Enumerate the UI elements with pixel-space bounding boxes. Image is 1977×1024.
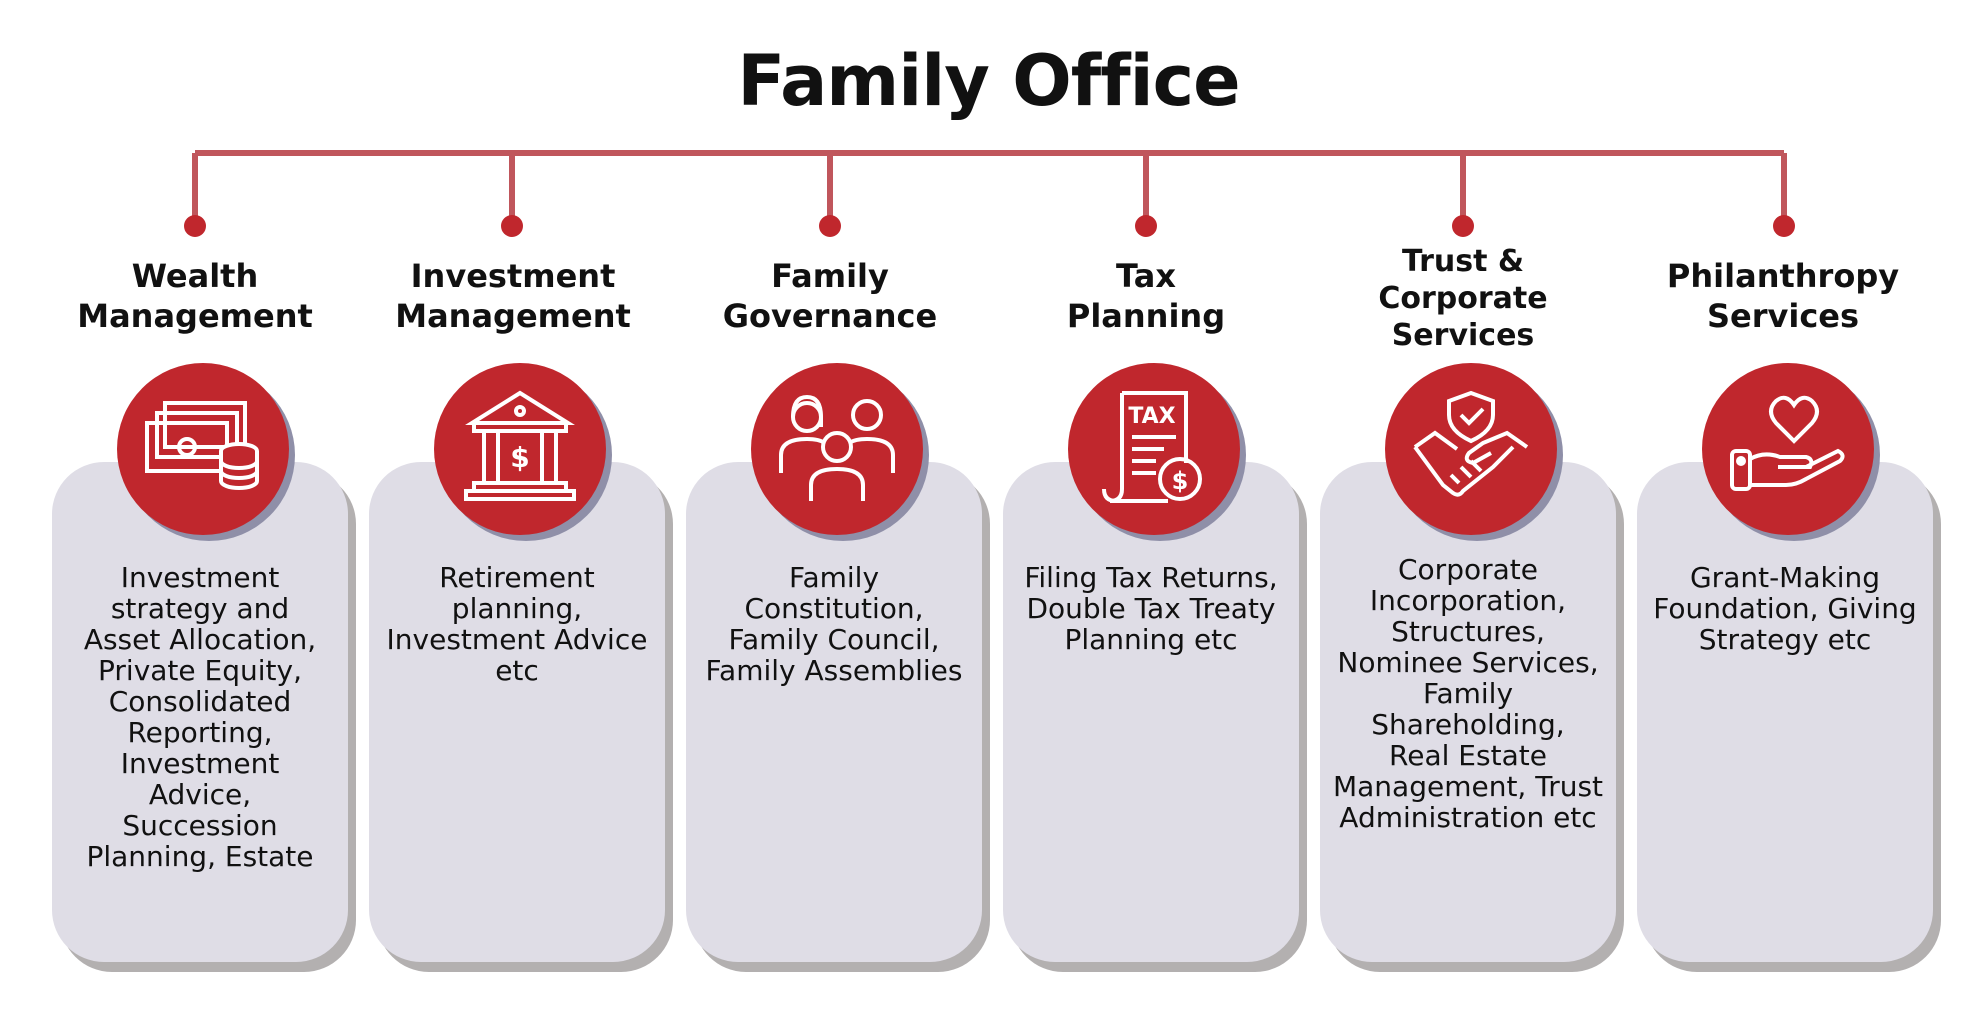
card-wealth-management: Investment strategy and Asset Allocation… bbox=[52, 462, 348, 962]
connector-dot-6 bbox=[1773, 215, 1795, 237]
heading-family-governance: Family Governance bbox=[722, 257, 938, 335]
family-icon bbox=[779, 394, 895, 501]
icon-circle bbox=[117, 363, 289, 535]
handshake-shield-icon bbox=[1413, 390, 1529, 497]
diagram-title: Family Office bbox=[737, 40, 1240, 122]
heading-trust-corporate-services: Trust & Corporate Services bbox=[1378, 244, 1548, 353]
svg-text:$: $ bbox=[510, 441, 529, 474]
card-description: Filing Tax Returns, Double Tax Treaty Pl… bbox=[1024, 561, 1278, 656]
bank-dollar-icon: $ bbox=[464, 390, 576, 501]
connector-dot-1 bbox=[184, 215, 206, 237]
connector-dot-3 bbox=[819, 215, 841, 237]
card-investment-management: Retirement planning, Investment Advice e… bbox=[369, 462, 665, 962]
icon-circle bbox=[751, 363, 923, 535]
card-description: Corporate Incorporation, Structures, Nom… bbox=[1332, 553, 1604, 834]
heading-investment-management: Investment Management bbox=[395, 257, 631, 335]
icon-circle: TAX $ bbox=[1068, 363, 1240, 535]
hand-heart-icon bbox=[1730, 395, 1845, 491]
connector-dot-4 bbox=[1135, 215, 1157, 237]
card-tax-planning: Filing Tax Returns, Double Tax Treaty Pl… bbox=[1003, 462, 1299, 962]
money-stack-icon bbox=[145, 401, 259, 490]
card-description: Retirement planning, Investment Advice e… bbox=[386, 561, 648, 687]
card-trust-corporate-services: Corporate Incorporation, Structures, Nom… bbox=[1320, 462, 1616, 962]
card-description: Investment strategy and Asset Allocation… bbox=[83, 561, 317, 873]
card-description: Family Constitution, Family Council, Fam… bbox=[705, 561, 963, 687]
connector-tree bbox=[184, 150, 1795, 237]
icon-circle bbox=[1385, 363, 1557, 535]
heading-wealth-management: Wealth Management bbox=[77, 257, 313, 335]
icon-circle: $ bbox=[434, 363, 606, 535]
heading-philanthropy-services: Philanthropy Services bbox=[1666, 257, 1900, 335]
tax-document-icon: TAX $ bbox=[1102, 391, 1202, 503]
connector-dot-5 bbox=[1452, 215, 1474, 237]
connector-dot-2 bbox=[501, 215, 523, 237]
svg-text:TAX: TAX bbox=[1128, 404, 1175, 429]
card-philanthropy-services: Grant-Making Foundation, Giving Strategy… bbox=[1637, 462, 1933, 962]
heading-tax-planning: Tax Planning bbox=[1066, 257, 1226, 335]
icon-circle bbox=[1702, 363, 1874, 535]
card-family-governance: Family Constitution, Family Council, Fam… bbox=[686, 462, 982, 962]
svg-text:$: $ bbox=[1172, 467, 1189, 495]
card-description: Grant-Making Foundation, Giving Strategy… bbox=[1653, 561, 1917, 656]
